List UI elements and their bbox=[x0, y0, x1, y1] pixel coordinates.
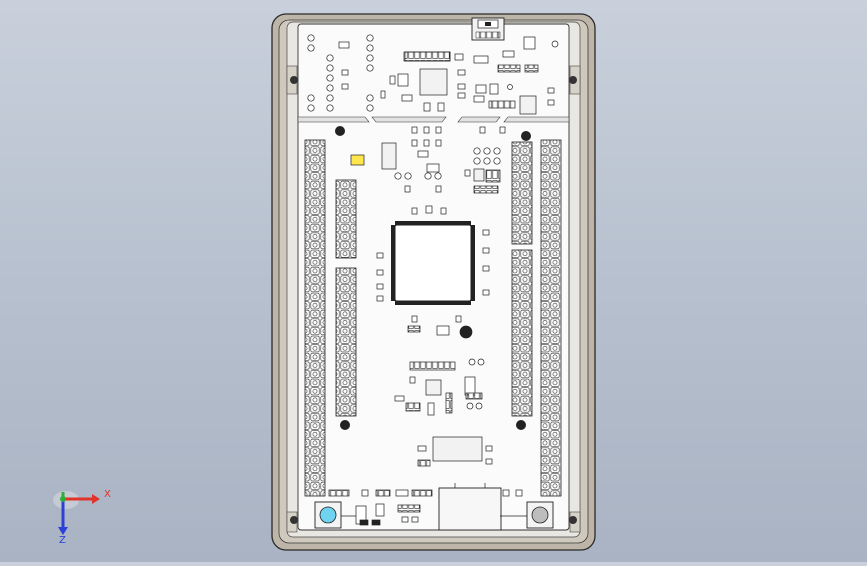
user-button[interactable] bbox=[526, 501, 554, 529]
z-axis-label: Z bbox=[59, 535, 66, 546]
mount-hole bbox=[335, 126, 345, 136]
right-pin-header-inner bbox=[511, 141, 533, 417]
lower-components bbox=[350, 126, 506, 467]
left-pin-header-inner bbox=[335, 179, 357, 417]
main-mcu-chip bbox=[391, 221, 475, 305]
right-pin-header-outer bbox=[540, 139, 562, 497]
usb-connector-top bbox=[471, 17, 505, 41]
left-pin-header-outer bbox=[304, 139, 326, 497]
mount-hole bbox=[516, 420, 526, 430]
orientation-triad: X Z bbox=[53, 489, 111, 546]
upper-components bbox=[307, 34, 559, 115]
reset-button[interactable] bbox=[314, 501, 342, 529]
mount-hole bbox=[340, 420, 350, 430]
x-axis-label: X bbox=[104, 489, 111, 500]
yellow-led bbox=[350, 154, 365, 166]
bottom-components bbox=[328, 483, 528, 531]
mount-hole bbox=[521, 131, 531, 141]
